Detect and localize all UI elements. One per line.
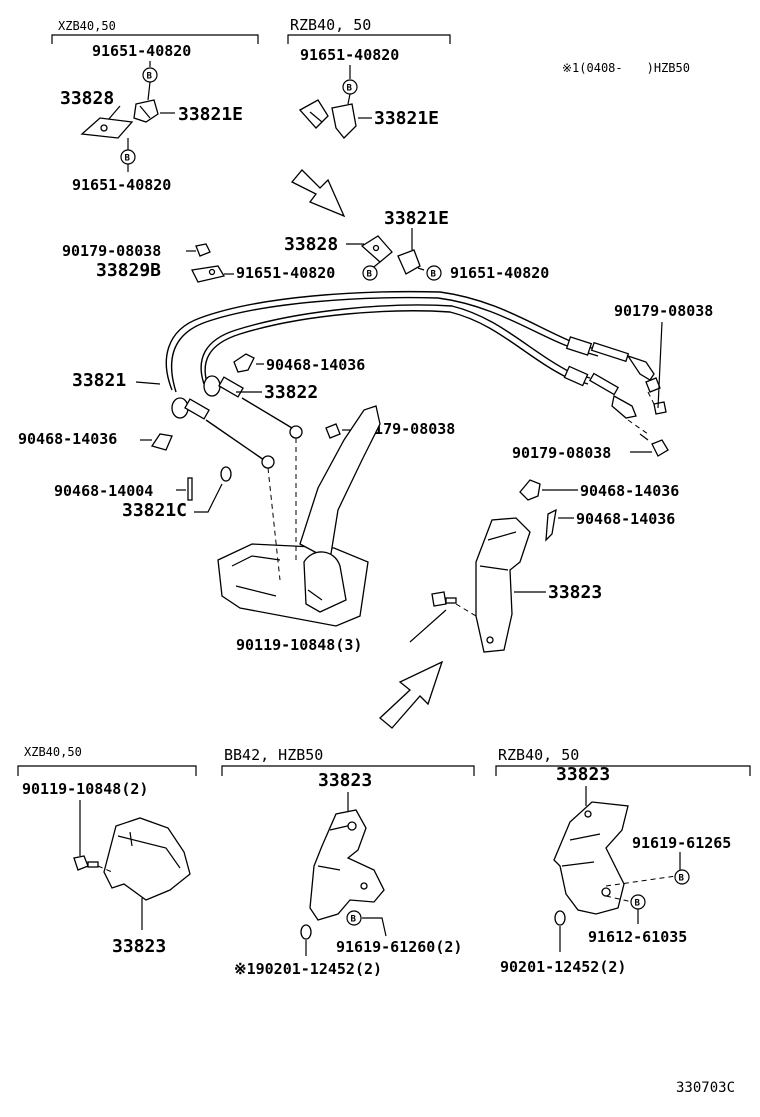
group-header-top-mid: RZB40, 50 (287, 16, 451, 44)
bracket-33823-left (103, 817, 191, 901)
label-33828-a: 33828 (60, 88, 114, 109)
applicability-note: ※1(0408- )HZB50 (562, 61, 690, 75)
bolt-90119-a (431, 591, 457, 607)
svg-text:B: B (679, 874, 685, 884)
badge-b-a: B (142, 67, 158, 83)
badge-b-h: B (630, 894, 646, 910)
svg-text:B: B (125, 154, 131, 164)
label-90468-14036-e: 90468-14036 (576, 510, 675, 528)
bracket-33823-right (553, 801, 629, 915)
label-90119-10848-2: 90119-10848(2) (22, 780, 148, 798)
arrow-down-right (290, 169, 346, 218)
pin-90468-e (545, 508, 557, 542)
washer-90201-b (554, 910, 566, 926)
label-33823-a: 33823 (548, 582, 602, 603)
badge-b-f: B (346, 910, 362, 926)
label-90201-12452-2: 90201-12452(2) (500, 958, 626, 976)
group-header-bot-right: RZB40, 50 (495, 746, 751, 776)
clip-90468-a (233, 353, 255, 373)
diagram-code: 330703C (676, 1080, 735, 1096)
nut-90179-c (325, 423, 341, 439)
label-33821e-c: 33821E (384, 208, 449, 229)
clamp-assembly-top-mid (298, 99, 357, 139)
badge-b-c: B (342, 79, 358, 95)
cable-end-right-lower (563, 365, 637, 419)
label-33821e-a: 33821E (178, 104, 243, 125)
cable-clamp-33828-b (360, 235, 393, 263)
group-header-bot-mid: BB42, HZB50 (221, 746, 475, 776)
label-33829b: 33829B (96, 260, 161, 281)
label-33828-b: 33828 (284, 234, 338, 255)
group-label-top-left: XZB40,50 (58, 19, 116, 33)
label-91619-61260-2: 91619-61260(2) (336, 938, 462, 956)
badge-b-b: B (120, 149, 136, 165)
label-33821: 33821 (72, 370, 126, 391)
svg-text:B: B (147, 72, 153, 82)
pin-90468-14004 (187, 466, 232, 501)
group-header-top-left: XZB40,50 (51, 19, 259, 44)
label-90468-14036-b: 90468-14036 (18, 430, 117, 448)
clip-90468-d (519, 479, 541, 501)
bracket-33823-main (475, 517, 531, 653)
bushing-33829b (191, 265, 226, 283)
svg-text:B: B (351, 915, 357, 925)
shift-lever-assembly (217, 405, 381, 627)
badge-b-d: B (362, 265, 378, 281)
svg-text:B: B (431, 270, 437, 280)
label-91612-61035: 91612-61035 (588, 928, 687, 946)
label-90179-08038-a: 90179-08038 (62, 242, 161, 260)
cable-end-33821 (171, 397, 275, 469)
label-33823-c: 33823 (318, 770, 372, 791)
washer-90201-a (300, 924, 312, 940)
label-90179-08038-b: 90179-08038 (614, 302, 713, 320)
clip-33821e-b (397, 249, 421, 275)
nut-90179-a (195, 243, 211, 257)
label-90201-12452-note: ※190201-12452(2) (234, 960, 382, 978)
label-91651-40820-c: 91651-40820 (300, 46, 399, 64)
badge-b-g: B (674, 869, 690, 885)
label-33823-b: 33823 (112, 936, 166, 957)
label-91651-40820-d: 91651-40820 (236, 264, 335, 282)
svg-text:B: B (347, 84, 353, 94)
arrow-up-right (379, 660, 444, 729)
cable-clamp-33828-a (80, 117, 134, 139)
shift-cables (165, 290, 601, 393)
group-label-bot-left: XZB40,50 (24, 745, 82, 759)
label-33823-d: 33823 (556, 764, 610, 785)
label-90179-08038-d: 90179-08038 (512, 444, 611, 462)
label-91619-61265: 91619-61265 (632, 834, 731, 852)
group-label-bot-right: RZB40, 50 (498, 746, 579, 764)
cable-end-right-upper (565, 336, 655, 381)
label-91651-40820-b: 91651-40820 (72, 176, 171, 194)
bracket-33823-mid (309, 809, 385, 921)
bolt-90119-b (73, 855, 99, 871)
label-91651-40820-a: 91651-40820 (92, 42, 191, 60)
svg-text:B: B (635, 899, 641, 909)
label-90468-14036-d: 90468-14036 (580, 482, 679, 500)
clip-90468-b (150, 433, 173, 451)
group-label-top-mid: RZB40, 50 (290, 16, 371, 34)
label-33822: 33822 (264, 382, 318, 403)
label-90179-08038-c: 90179-08038 (356, 420, 455, 438)
clip-33821e-a (133, 99, 159, 123)
label-90119-10848-3: 90119-10848(3) (236, 636, 362, 654)
svg-text:B: B (367, 270, 373, 280)
label-33821e-b: 33821E (374, 108, 439, 129)
label-33821c: 33821C (122, 500, 187, 521)
group-label-bot-mid: BB42, HZB50 (224, 746, 323, 764)
badge-b-e: B (426, 265, 442, 281)
nut-90179-d (639, 433, 669, 457)
label-90468-14004: 90468-14004 (54, 482, 153, 500)
label-90468-14036-a: 90468-14036 (266, 356, 365, 374)
group-header-bot-left: XZB40,50 (17, 745, 197, 776)
pin-right (645, 377, 667, 415)
label-91651-40820-e: 91651-40820 (450, 264, 549, 282)
